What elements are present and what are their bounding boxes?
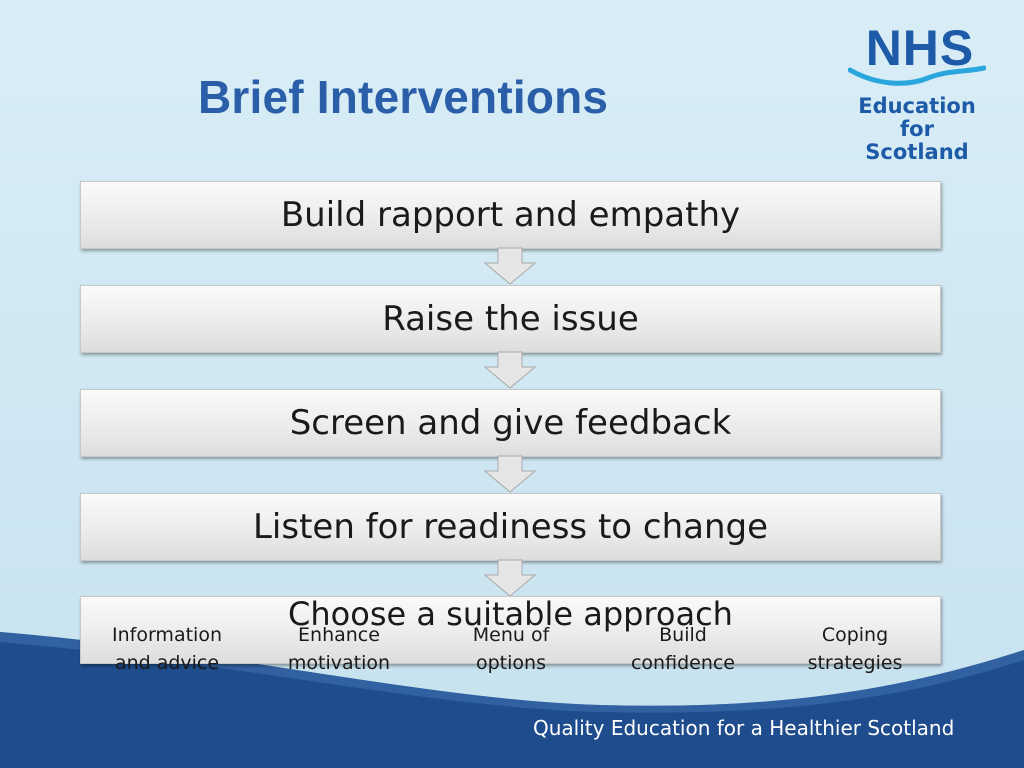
down-arrow-icon [484, 247, 536, 285]
step-choose-approach: Choose a suitable approach Information a… [80, 595, 941, 674]
nhs-education-scotland-logo: NHS Education for Scotland [846, 22, 988, 167]
down-arrow-icon [484, 559, 536, 597]
option-line: Menu of [472, 624, 550, 646]
option-menu-of-options: Menu of options [431, 621, 591, 677]
option-line: Information [112, 624, 222, 646]
step-raise-issue: Raise the issue [80, 285, 941, 353]
option-line: and advice [114, 652, 220, 674]
logo-line-for: for [900, 117, 934, 141]
step-build-rapport: Build rapport and empathy [80, 181, 941, 249]
option-enhance-motivation: Enhance motivation [259, 621, 419, 677]
logo-line-scotland: Scotland [865, 140, 969, 164]
footer-tagline: Quality Education for a Healthier Scotla… [533, 716, 955, 740]
slide-title: Brief Interventions [198, 71, 609, 123]
option-coping-strategies: Coping strategies [775, 621, 935, 677]
option-line: strategies [807, 652, 903, 674]
logo-line-education: Education [858, 94, 976, 118]
step-listen-readiness: Listen for readiness to change [80, 493, 941, 561]
option-line: Build [659, 624, 707, 646]
option-line: Enhance [298, 624, 380, 646]
option-line: motivation [287, 652, 391, 674]
option-line: confidence [630, 652, 735, 674]
approach-title: Choose a suitable approach [288, 595, 733, 633]
step-screen-feedback: Screen and give feedback [80, 389, 941, 457]
option-build-confidence: Build confidence [603, 621, 763, 677]
logo-nhs-text: NHS [865, 20, 975, 76]
down-arrow-icon [484, 351, 536, 389]
option-line: Coping [821, 624, 889, 646]
option-information-advice: Information and advice [87, 621, 247, 677]
down-arrow-icon [484, 455, 536, 493]
option-line: options [476, 652, 546, 674]
logo-wave-icon [848, 65, 986, 86]
